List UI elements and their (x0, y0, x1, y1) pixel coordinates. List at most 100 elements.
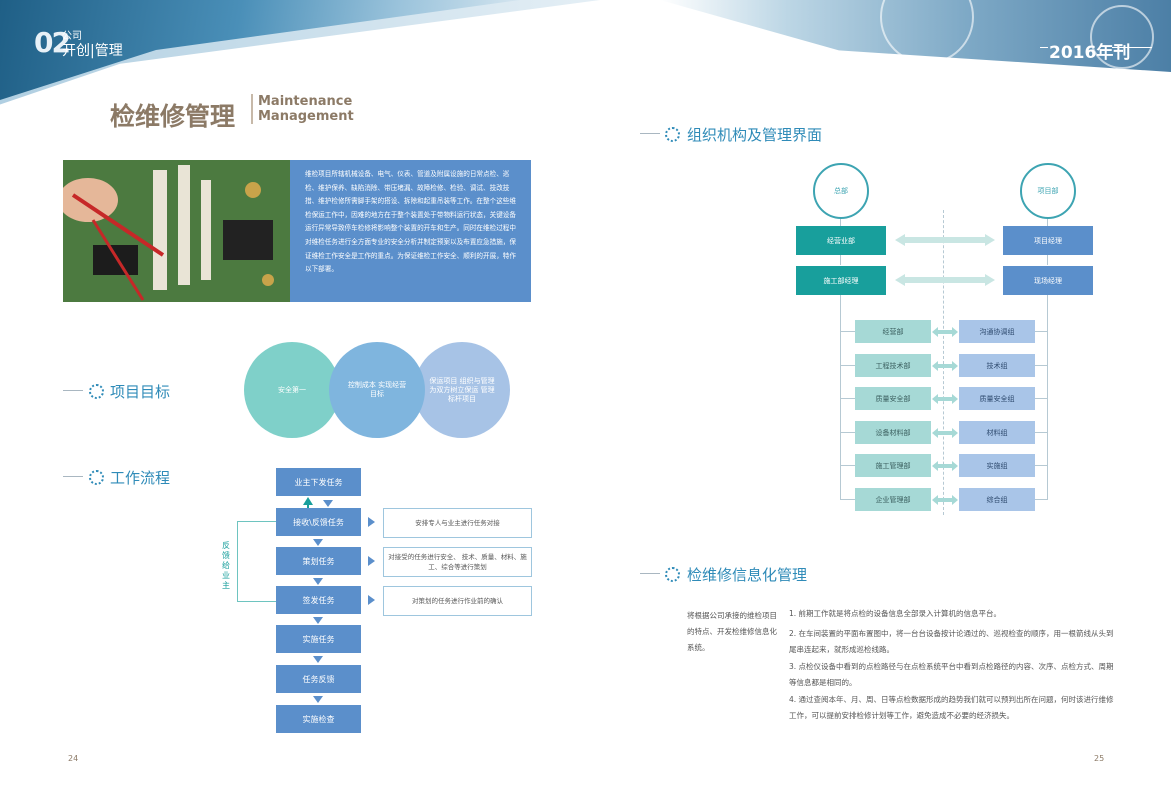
arrow-right-icon (368, 517, 375, 527)
org-line (840, 255, 841, 265)
org-trunk-right (1047, 295, 1048, 500)
org-connector (840, 499, 855, 500)
org-center-divider (943, 210, 944, 515)
org-line (1047, 214, 1048, 226)
page-number-left: 24 (68, 754, 79, 763)
issue-rule-left (1040, 47, 1048, 48)
org-connector (840, 465, 855, 466)
circuit-board-image (63, 160, 290, 302)
chapter-small: 公司 (62, 31, 82, 42)
org-connector (1035, 398, 1047, 399)
org-right-manager-2: 现场经理 (1003, 266, 1093, 295)
org-connector (840, 432, 855, 433)
info-intro: 将根据公司承接的维检项目的特点、开发检维修信息化系统。 (687, 611, 777, 652)
flow-desc-3: 对策划的任务进行作业前的确认 (383, 586, 532, 616)
flow-step-6: 任务反馈 (276, 665, 361, 693)
flow-step-2: 接收\反馈任务 (276, 508, 361, 536)
flow-step-4: 签发任务 (276, 586, 361, 614)
info-item-2: 2. 在车间装置的平面布置图中，将一台台设备按计论通过的、巡视检查的顺序，用一根… (789, 629, 1114, 654)
circuit-board-photo (63, 160, 290, 302)
org-left-manager-2: 施工部经理 (796, 266, 886, 295)
flow-desc-1: 安排专人与业主进行任务对接 (383, 508, 532, 538)
page-number-right: 25 (1094, 754, 1105, 763)
org-right-dept: 材料组 (959, 421, 1035, 444)
org-left-dept: 质量安全部 (855, 387, 931, 410)
chapter-title: 开创|管理 (62, 43, 123, 59)
org-left-dept: 施工管理部 (855, 454, 931, 477)
org-connector (1035, 465, 1047, 466)
feedback-loop-line (237, 521, 277, 602)
org-right-dept: 沟通协调组 (959, 320, 1035, 343)
arrow-right-icon (368, 556, 375, 566)
arrow-down-icon (313, 617, 323, 624)
issue-rule-right (1112, 47, 1152, 48)
arrow-down-icon (313, 539, 323, 546)
goal-rule (63, 390, 83, 391)
org-left-manager-1: 经营业部 (796, 226, 886, 255)
goal-circle-1: 安全第一 (244, 342, 340, 438)
issue-label: 2016年刊 (1049, 43, 1131, 63)
arrow-down-icon (313, 578, 323, 585)
info-item-3: 3. 点检仪设备中看到的点检路径与在点检系统平台中看到点检路径的内容、次序、点检… (789, 662, 1114, 687)
org-rule (640, 133, 660, 134)
goal-circle-2: 控制成本 实现经营目标 (329, 342, 425, 438)
section-title-org: 组织机构及管理界面 (687, 126, 823, 144)
feedback-up-arrow-stem (307, 505, 309, 509)
org-right-dept: 综合组 (959, 488, 1035, 511)
feedback-label: 反馈给业主 (222, 541, 230, 590)
org-right-dept: 技术组 (959, 354, 1035, 377)
double-arrow-icon (932, 461, 958, 471)
double-arrow-icon (932, 394, 958, 404)
org-head-left: 总部 (813, 163, 869, 219)
flow-step-5: 实施任务 (276, 625, 361, 653)
org-line (840, 214, 841, 226)
org-right-dept: 实施组 (959, 454, 1035, 477)
org-left-dept: 企业管理部 (855, 488, 931, 511)
org-connector (840, 331, 855, 332)
goal-text-1: 安全第一 (278, 385, 306, 394)
org-connector (1035, 432, 1047, 433)
org-right-dept: 质量安全组 (959, 387, 1035, 410)
org-left-dept: 经营部 (855, 320, 931, 343)
org-head-right: 项目部 (1020, 163, 1076, 219)
flow-desc-2: 对接受的任务进行安全、 技术、质量、材料、施工、综合等进行策划 (383, 547, 532, 577)
arrow-down-icon (313, 656, 323, 663)
org-connector (1035, 499, 1047, 500)
page-title-english: Maintenance Management (251, 94, 354, 124)
org-connector (840, 398, 855, 399)
dotted-circle-icon (665, 567, 680, 582)
arrow-down-icon (323, 500, 333, 507)
section-title-info: 检维修信息化管理 (687, 566, 808, 584)
org-connector (1035, 331, 1047, 332)
goal-text-2: 控制成本 实现经营目标 (347, 381, 407, 398)
org-right-manager-1: 项目经理 (1003, 226, 1093, 255)
flow-step-7: 实施检查 (276, 705, 361, 733)
title-en-line1: Maintenance (258, 94, 353, 109)
goal-text-3: 保运项目 组织与管理 为双方树立保运 管理标杆项目 (429, 376, 495, 403)
chapter-number: 02 (34, 26, 71, 59)
double-arrow-icon (932, 495, 958, 505)
arrow-down-icon (313, 696, 323, 703)
info-rule (640, 573, 660, 574)
dotted-circle-icon (89, 470, 104, 485)
info-item-1: 1. 前期工作就是将点检的设备信息全部录入计算机的信息平台。 (789, 609, 1002, 618)
dotted-circle-icon (665, 127, 680, 142)
dotted-circle-icon (89, 384, 104, 399)
flow-step-1: 业主下发任务 (276, 468, 361, 496)
org-left-dept: 设备材料部 (855, 421, 931, 444)
org-line (1047, 255, 1048, 265)
intro-text: 维检项目所辖机械设备、电气、仪表、管道及附属设施的日常点检、巡检、维护保养、缺陷… (290, 160, 531, 302)
org-connector (1035, 365, 1047, 366)
org-connector (840, 365, 855, 366)
section-title-workflow: 工作流程 (110, 469, 171, 487)
title-en-line2: Management (258, 109, 354, 124)
workflow-rule (63, 476, 83, 477)
double-arrow-icon (932, 361, 958, 371)
org-double-arrows (895, 234, 995, 286)
flow-step-3: 策划任务 (276, 547, 361, 575)
org-trunk-left (840, 295, 841, 500)
double-arrow-icon (932, 327, 958, 337)
double-arrow-icon (932, 428, 958, 438)
section-title-goal: 项目目标 (110, 383, 171, 401)
feedback-up-arrow-icon (303, 497, 313, 505)
